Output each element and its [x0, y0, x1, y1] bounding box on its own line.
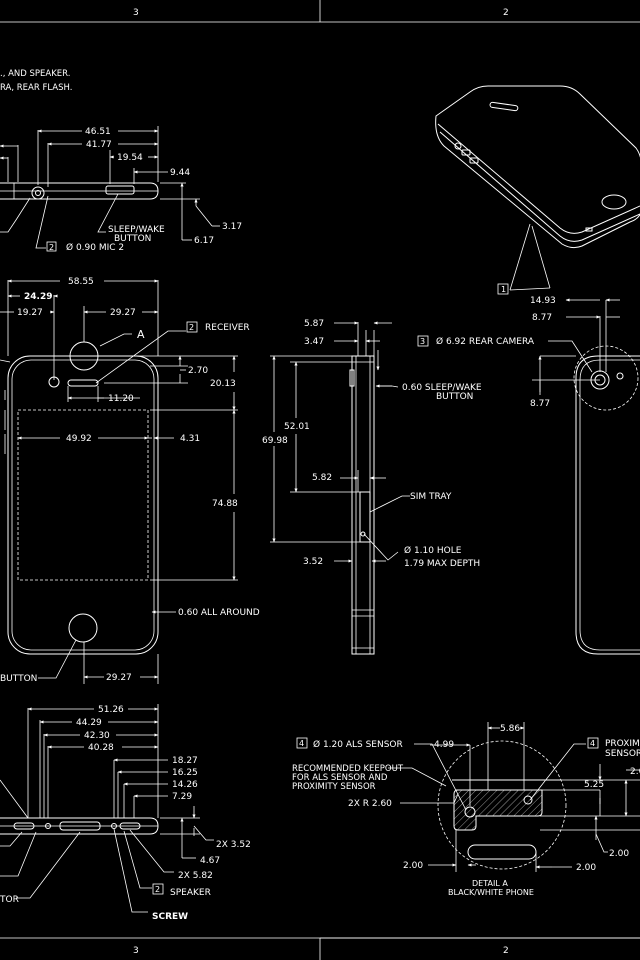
side-hole-2: 1.79 MAX DEPTH: [404, 559, 480, 569]
detail-a: 4 Ø 1.20 ALS SENSOR 4.99 5.86 RECOMMENDE…: [292, 722, 640, 897]
bottom-dim-16-25: 16.25: [172, 768, 198, 778]
front-home-button: BUTTON: [0, 674, 37, 684]
bottom-dim-44-29: 44.29: [76, 718, 102, 728]
front-all-around: 0.60 ALL AROUND: [178, 608, 260, 618]
top-sleep-label-1: SLEEP/WAKE: [108, 225, 165, 235]
side-dim-52-01: 52.01: [284, 422, 310, 432]
detail-dim-5-25: 5.25: [584, 780, 604, 790]
bottom-dim-2x-3-52: 2X 3.52: [216, 840, 251, 850]
detail-title-2: BLACK/WHITE PHONE: [448, 888, 534, 897]
side-dim-5-87: 5.87: [304, 319, 324, 329]
bottom-connector-label: TOR: [0, 895, 19, 905]
front-dim-4-31: 4.31: [180, 434, 200, 444]
zone-label-bottom-3: 3: [133, 946, 139, 956]
side-view: 5.87 3.47 0.60 SLEEP/WAKE BUTTON 52.01 6…: [262, 319, 482, 655]
top-view: 46.51 41.77 19.54 9.44 3.17 6.17 SLEEP/W…: [0, 126, 242, 253]
side-hole-1: Ø 1.10 HOLE: [404, 545, 462, 556]
detail-dim-2-00-right: 2.00: [609, 849, 629, 859]
detail-prox-tag: 4: [590, 739, 595, 748]
back-dim-8-77-side: 8.77: [530, 399, 550, 409]
front-dim-58-55: 58.55: [68, 277, 94, 287]
top-dim-41-77: 41.77: [86, 140, 112, 150]
bottom-dim-4-67: 4.67: [200, 856, 220, 866]
front-dim-29-27-top: 29.27: [110, 308, 136, 318]
detail-keepout-1: RECOMMENDED KEEPOUT: [292, 764, 404, 774]
bottom-view: 51.26 44.29 42.30 40.28 18.27 16.25 14.2…: [0, 704, 251, 922]
side-dim-5-82: 5.82: [312, 473, 332, 483]
front-dim-2-70: 2.70: [188, 366, 208, 376]
detail-dim-4-99: 4.99: [434, 740, 454, 750]
detail-dim-2-6: 2.6: [630, 767, 640, 777]
side-dim-3-52: 3.52: [303, 557, 323, 567]
front-receiver-label: RECEIVER: [205, 323, 250, 333]
front-dim-24-29: 24.29: [24, 292, 52, 302]
zone-label-top-2: 2: [503, 8, 509, 18]
side-sim-tray: SIM TRAY: [410, 492, 452, 502]
bottom-speaker-label: SPEAKER: [170, 888, 211, 898]
front-view: 58.55 24.29 19.27 29.27 A 2 RECEIVER 2.7…: [0, 277, 260, 684]
zone-label-top-3: 3: [133, 8, 139, 18]
detail-dim-2-00-mid: 2.00: [576, 863, 596, 873]
note-line-2: RA, REAR FLASH.: [0, 83, 72, 93]
front-dim-49-92: 49.92: [66, 434, 92, 444]
top-dim-9-44: 9.44: [170, 168, 190, 178]
top-mic-tag: 2: [49, 243, 54, 252]
bottom-dim-7-29: 7.29: [172, 792, 192, 802]
front-dim-11-20: 11.20: [108, 394, 134, 404]
bottom-speaker-tag: 2: [155, 885, 160, 894]
bottom-dim-18-27: 18.27: [172, 756, 198, 766]
front-dim-74-88: 74.88: [212, 499, 238, 509]
back-view: 14.93 8.77 8.77 3 Ø 6.92 REAR CAMERA: [417, 296, 640, 655]
side-sleep-2: BUTTON: [436, 392, 473, 402]
iso-tag: 1: [501, 285, 506, 294]
top-mic-label: Ø 0.90 MIC 2: [66, 242, 124, 253]
bottom-dim-42-30: 42.30: [84, 731, 110, 741]
top-sleep-label-2: BUTTON: [114, 234, 151, 244]
bottom-dim-51-26: 51.26: [98, 705, 124, 715]
zone-label-bottom-2: 2: [503, 946, 509, 956]
detail-dim-5-86: 5.86: [500, 724, 520, 734]
side-sleep-1: 0.60 SLEEP/WAKE: [402, 383, 482, 393]
detail-prox-1: PROXIM: [605, 739, 640, 749]
detail-als-label: Ø 1.20 ALS SENSOR: [313, 739, 403, 750]
bottom-dim-14-26: 14.26: [172, 780, 198, 790]
bottom-dim-2x-5-82: 2X 5.82: [178, 871, 213, 881]
back-camera-tag: 3: [420, 337, 425, 346]
back-camera-label: Ø 6.92 REAR CAMERA: [436, 336, 535, 347]
detail-prox-2: SENSOR: [605, 749, 640, 759]
detail-keepout-2: FOR ALS SENSOR AND: [292, 773, 388, 783]
top-dim-3-17: 3.17: [222, 222, 242, 232]
front-dim-19-27: 19.27: [17, 308, 43, 318]
front-dim-20-13: 20.13: [210, 379, 236, 389]
detail-radius: 2X R 2.60: [348, 799, 392, 809]
detail-keepout-3: PROXIMITY SENSOR: [292, 782, 376, 792]
detail-dim-2-00-left: 2.00: [403, 861, 423, 871]
side-dim-3-47: 3.47: [304, 337, 324, 347]
bottom-screw-label: SCREW: [152, 912, 188, 922]
detail-title-1: DETAIL A: [472, 879, 508, 888]
note-line-1: ., AND SPEAKER.: [0, 69, 70, 79]
front-dim-29-27-bottom: 29.27: [106, 673, 132, 683]
front-datum-a: A: [137, 328, 145, 341]
back-dim-8-77: 8.77: [532, 313, 552, 323]
bottom-dim-40-28: 40.28: [88, 743, 114, 753]
side-dim-69-98: 69.98: [262, 436, 288, 446]
detail-als-tag: 4: [299, 739, 304, 748]
top-dim-46-51: 46.51: [85, 127, 111, 137]
top-dim-19-54: 19.54: [117, 153, 143, 163]
back-dim-14-93: 14.93: [530, 296, 556, 306]
front-receiver-tag: 2: [189, 323, 194, 332]
top-dim-6-17: 6.17: [194, 236, 214, 246]
iso-phone-view: 1: [435, 85, 640, 295]
